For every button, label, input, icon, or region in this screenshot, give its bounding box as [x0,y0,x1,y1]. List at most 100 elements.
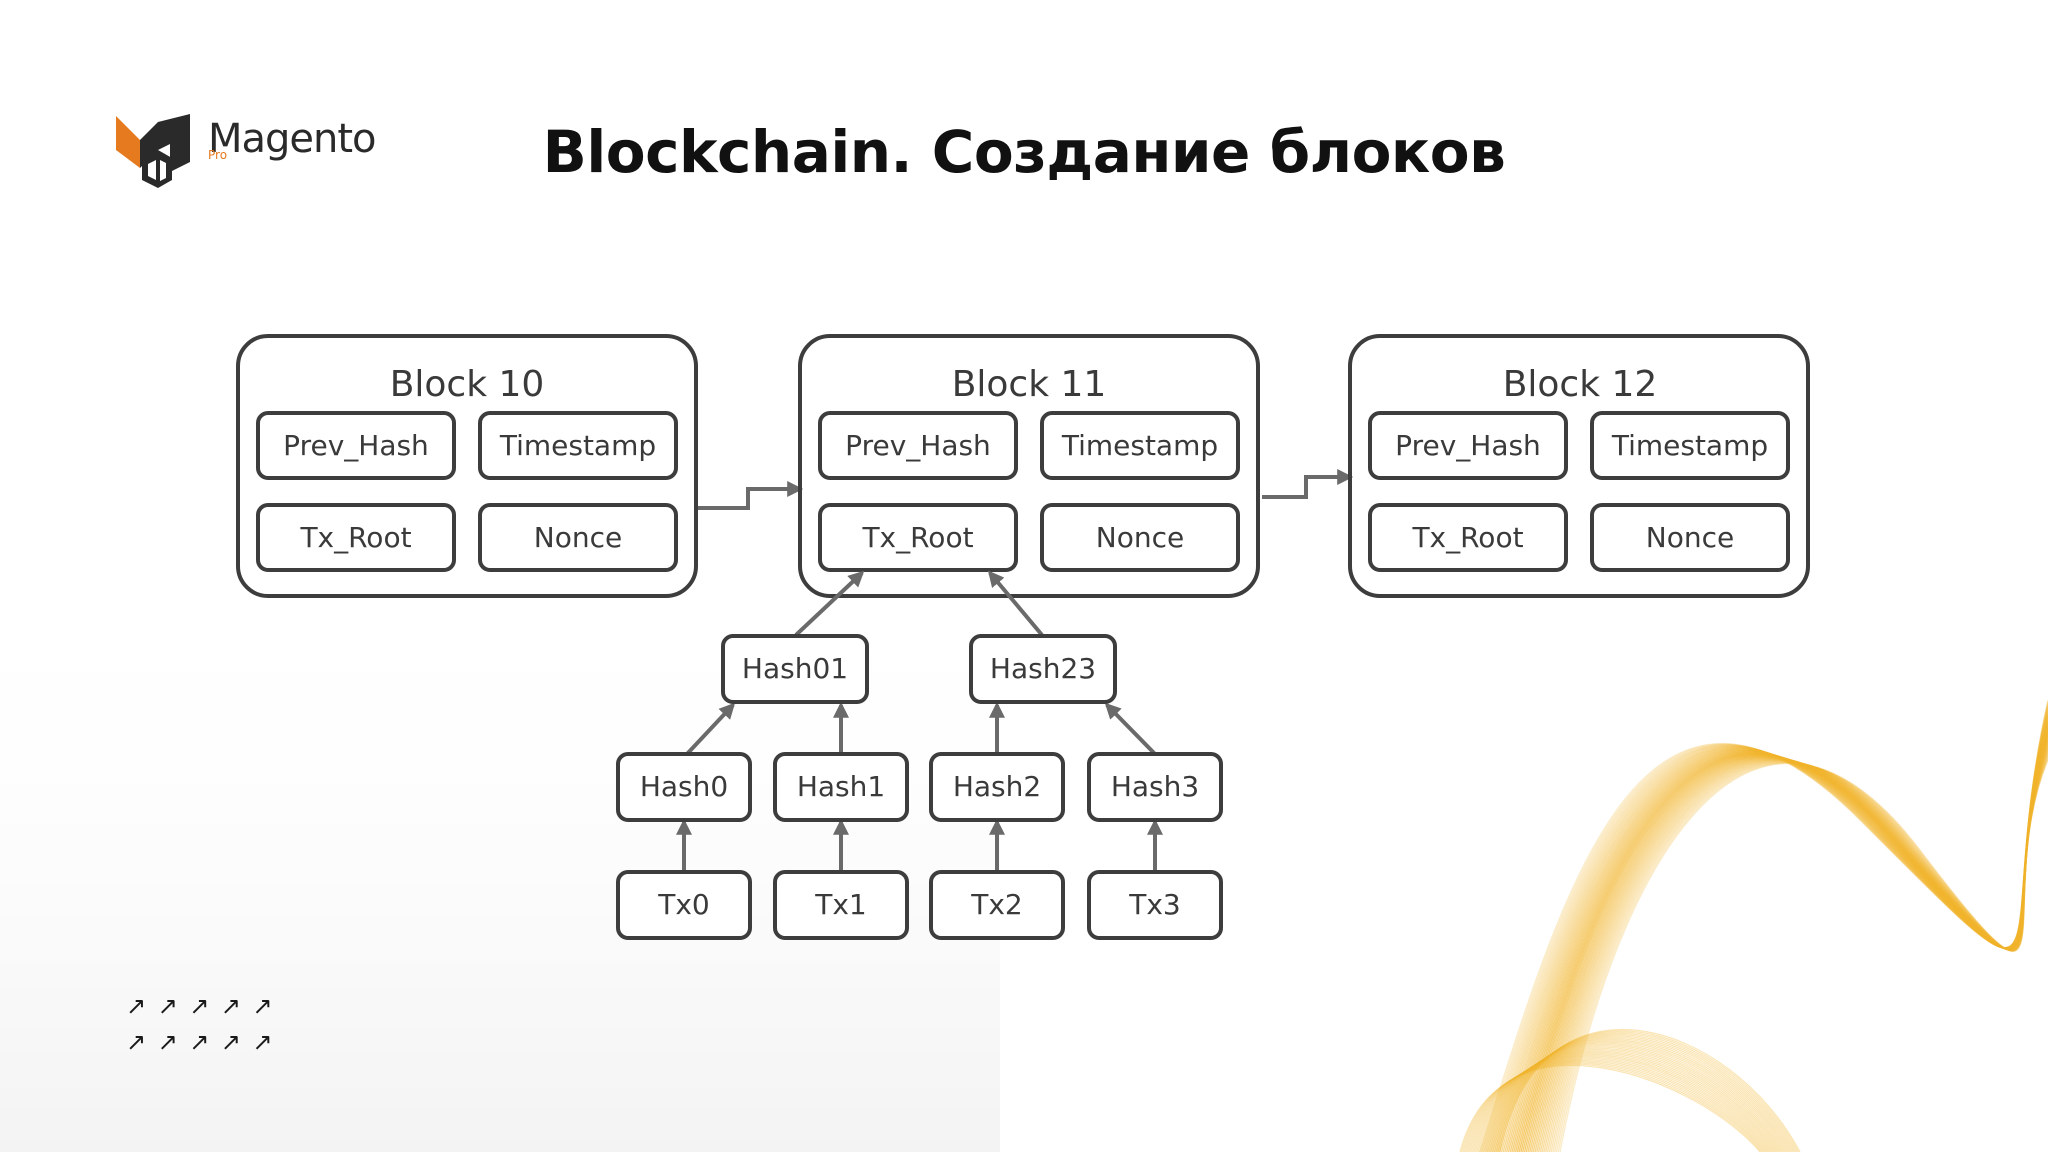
logo: Magento Pro [112,110,377,190]
field-nonce: Nonce [1590,503,1790,572]
wave-line [1553,755,2048,1152]
node-hash23: Hash23 [969,634,1117,704]
wave-line [1548,751,2048,1152]
wave-line [1499,1028,1801,1152]
field-label: Nonce [534,521,622,554]
block-title: Block 10 [390,364,545,405]
field-prev-hash: Prev_Hash [1368,411,1568,480]
arrow-up-right-icon: ↗ [157,992,178,1020]
wave-line [1543,747,2048,1152]
node-label: Tx3 [1128,888,1181,921]
wave-line [1537,743,2048,1152]
block-frame [798,334,1260,598]
node-label: Tx2 [970,888,1023,921]
chain-arrow-10-to-11 [696,481,804,510]
node-label: Hash3 [1111,770,1199,803]
chain-arrow-11-to-12 [1262,469,1354,499]
node-label: Hash1 [797,770,885,803]
field-prev-hash: Prev_Hash [256,411,456,480]
wave-line [1557,758,2048,1152]
wave-line [1552,754,2048,1152]
wave-line [1463,1061,1765,1152]
node-label: Hash23 [990,652,1096,685]
arrow-up-right-icon: ↗ [220,1028,241,1056]
field-timestamp: Timestamp [478,411,678,480]
arrow-hash01-to-txroot [794,570,865,637]
block-frame [1348,334,1810,598]
wave-line [1555,757,2048,1152]
block-11: Block 11 Prev_Hash Timestamp Tx_Root Non… [798,334,1260,598]
node-hash1: Hash1 [773,752,909,822]
node-tx3: Tx3 [1087,870,1223,940]
decorative-arrow-row: ↗ ↗ ↗ ↗ ↗ [126,992,276,1028]
field-label: Tx_Root [299,521,411,554]
field-label: Timestamp [1611,429,1768,462]
field-tx-root: Tx_Root [1368,503,1568,572]
wave-line [1546,750,2048,1152]
wave-line [1478,1047,1780,1152]
arrow-hash0-to-hash01 [685,702,736,756]
wave-line [1473,1052,1775,1152]
block-title: Block 12 [1503,364,1658,405]
wave-line [1539,745,2048,1152]
wave-line [1545,749,2048,1152]
wave-line [1487,1040,1789,1152]
arrow-up-right-icon: ↗ [252,1028,273,1056]
wave-line [1496,1031,1798,1152]
wave-line [1498,1030,1800,1152]
block-frame [236,334,698,598]
field-label: Tx_Root [1411,521,1523,554]
wave-line [1475,1050,1778,1152]
wave-line [1492,1035,1794,1152]
wave-line [1482,1043,1784,1152]
arrow-hash23-to-txroot [987,570,1044,637]
field-tx-root: Tx_Root [256,503,456,572]
slide-title: Blockchain. Создание блоков [542,118,1506,186]
wave-line [1459,1064,1761,1152]
golden-wave-decoration [1459,699,2048,1152]
block-12: Block 12 Prev_Hash Timestamp Tx_Root Non… [1348,334,1810,598]
arrow-up-right-icon: ↗ [157,1028,178,1056]
arrow-up-right-icon: ↗ [252,992,273,1020]
wave-line [1474,1051,1776,1152]
node-tx2: Tx2 [929,870,1065,940]
arrow-up-right-icon: ↗ [126,992,147,1020]
wave-line [1460,1063,1762,1152]
node-label: Hash01 [742,652,848,685]
wave-line [1559,759,2048,1152]
field-label: Timestamp [499,429,656,462]
block-title: Block 11 [952,364,1107,405]
wave-line [1467,1057,1769,1152]
field-label: Prev_Hash [283,429,429,462]
wave-line [1481,1045,1783,1152]
field-label: Prev_Hash [845,429,991,462]
arrow-up-right-icon: ↗ [126,1028,147,1056]
wave-line [1477,1048,1779,1152]
logo-subscript: Pro [208,148,228,162]
field-timestamp: Timestamp [1590,411,1790,480]
wave-line [1536,742,2048,1152]
wave-line [1493,1033,1796,1152]
wave-line [1489,1037,1791,1152]
field-label: Timestamp [1061,429,1218,462]
magento-logo-icon [116,114,190,188]
wave-line [1480,1046,1782,1152]
node-tx1: Tx1 [773,870,909,940]
field-nonce: Nonce [1040,503,1240,572]
node-hash01: Hash01 [721,634,869,704]
arrow-up-right-icon: ↗ [189,1028,210,1056]
wave-line [1464,1060,1766,1152]
wave-line [1541,746,2048,1152]
logo-wordmark: Magento [208,116,377,162]
block-10: Block 10 Prev_Hash Timestamp Tx_Root Non… [236,334,698,598]
field-label: Prev_Hash [1395,429,1541,462]
node-tx0: Tx0 [616,870,752,940]
wave-line [1471,1053,1773,1152]
wave-line [1491,1036,1793,1152]
field-nonce: Nonce [478,503,678,572]
wave-line [1495,1032,1797,1152]
node-label: Tx0 [657,888,710,921]
wave-line [1485,1041,1787,1152]
field-prev-hash: Prev_Hash [818,411,1018,480]
field-label: Nonce [1096,521,1184,554]
